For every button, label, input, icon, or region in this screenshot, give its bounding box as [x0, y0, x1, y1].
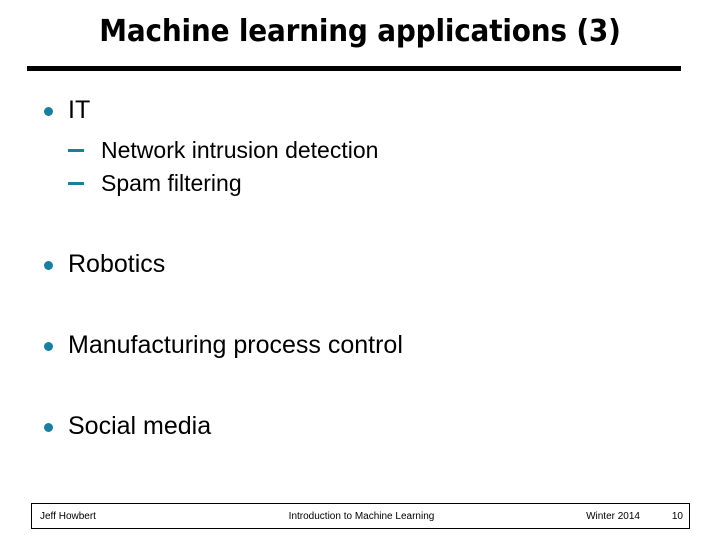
spacer — [0, 362, 720, 410]
list-item-label: Manufacturing process control — [68, 331, 403, 359]
list-item-label: Network intrusion detection — [101, 137, 379, 163]
list-item: IT — [0, 94, 720, 127]
bullet-list: IT Network intrusion detection Spam filt… — [0, 94, 720, 443]
footer-term: Winter 2014 — [586, 511, 640, 522]
page-title: Machine learning applications (3) — [99, 14, 621, 49]
footer-page-number: 10 — [671, 511, 683, 522]
list-item: Robotics — [0, 248, 720, 281]
bullet-dot-icon — [44, 248, 58, 281]
bullet-dot-icon — [44, 410, 58, 443]
bullet-dash-icon — [68, 167, 88, 200]
list-item: Network intrusion detection — [0, 134, 720, 167]
list-item: Spam filtering — [0, 167, 720, 200]
footer-course-title: Introduction to Machine Learning — [288, 511, 435, 522]
list-item: Social media — [0, 410, 720, 443]
list-item-label: Robotics — [68, 250, 166, 278]
list-item: Manufacturing process control — [0, 329, 720, 362]
list-item-label: IT — [68, 96, 91, 124]
bullet-dot-icon — [44, 329, 58, 362]
slide-footer: Jeff Howbert Introduction to Machine Lea… — [31, 503, 690, 529]
title-divider-rule — [27, 66, 681, 71]
spacer — [0, 281, 720, 329]
list-item-label: Social media — [68, 412, 212, 440]
footer-author: Jeff Howbert — [40, 511, 96, 522]
spacer — [0, 127, 720, 134]
spacer — [0, 200, 720, 248]
list-item-label: Spam filtering — [101, 170, 242, 196]
bullet-dot-icon — [44, 94, 58, 127]
bullet-dash-icon — [68, 134, 88, 167]
